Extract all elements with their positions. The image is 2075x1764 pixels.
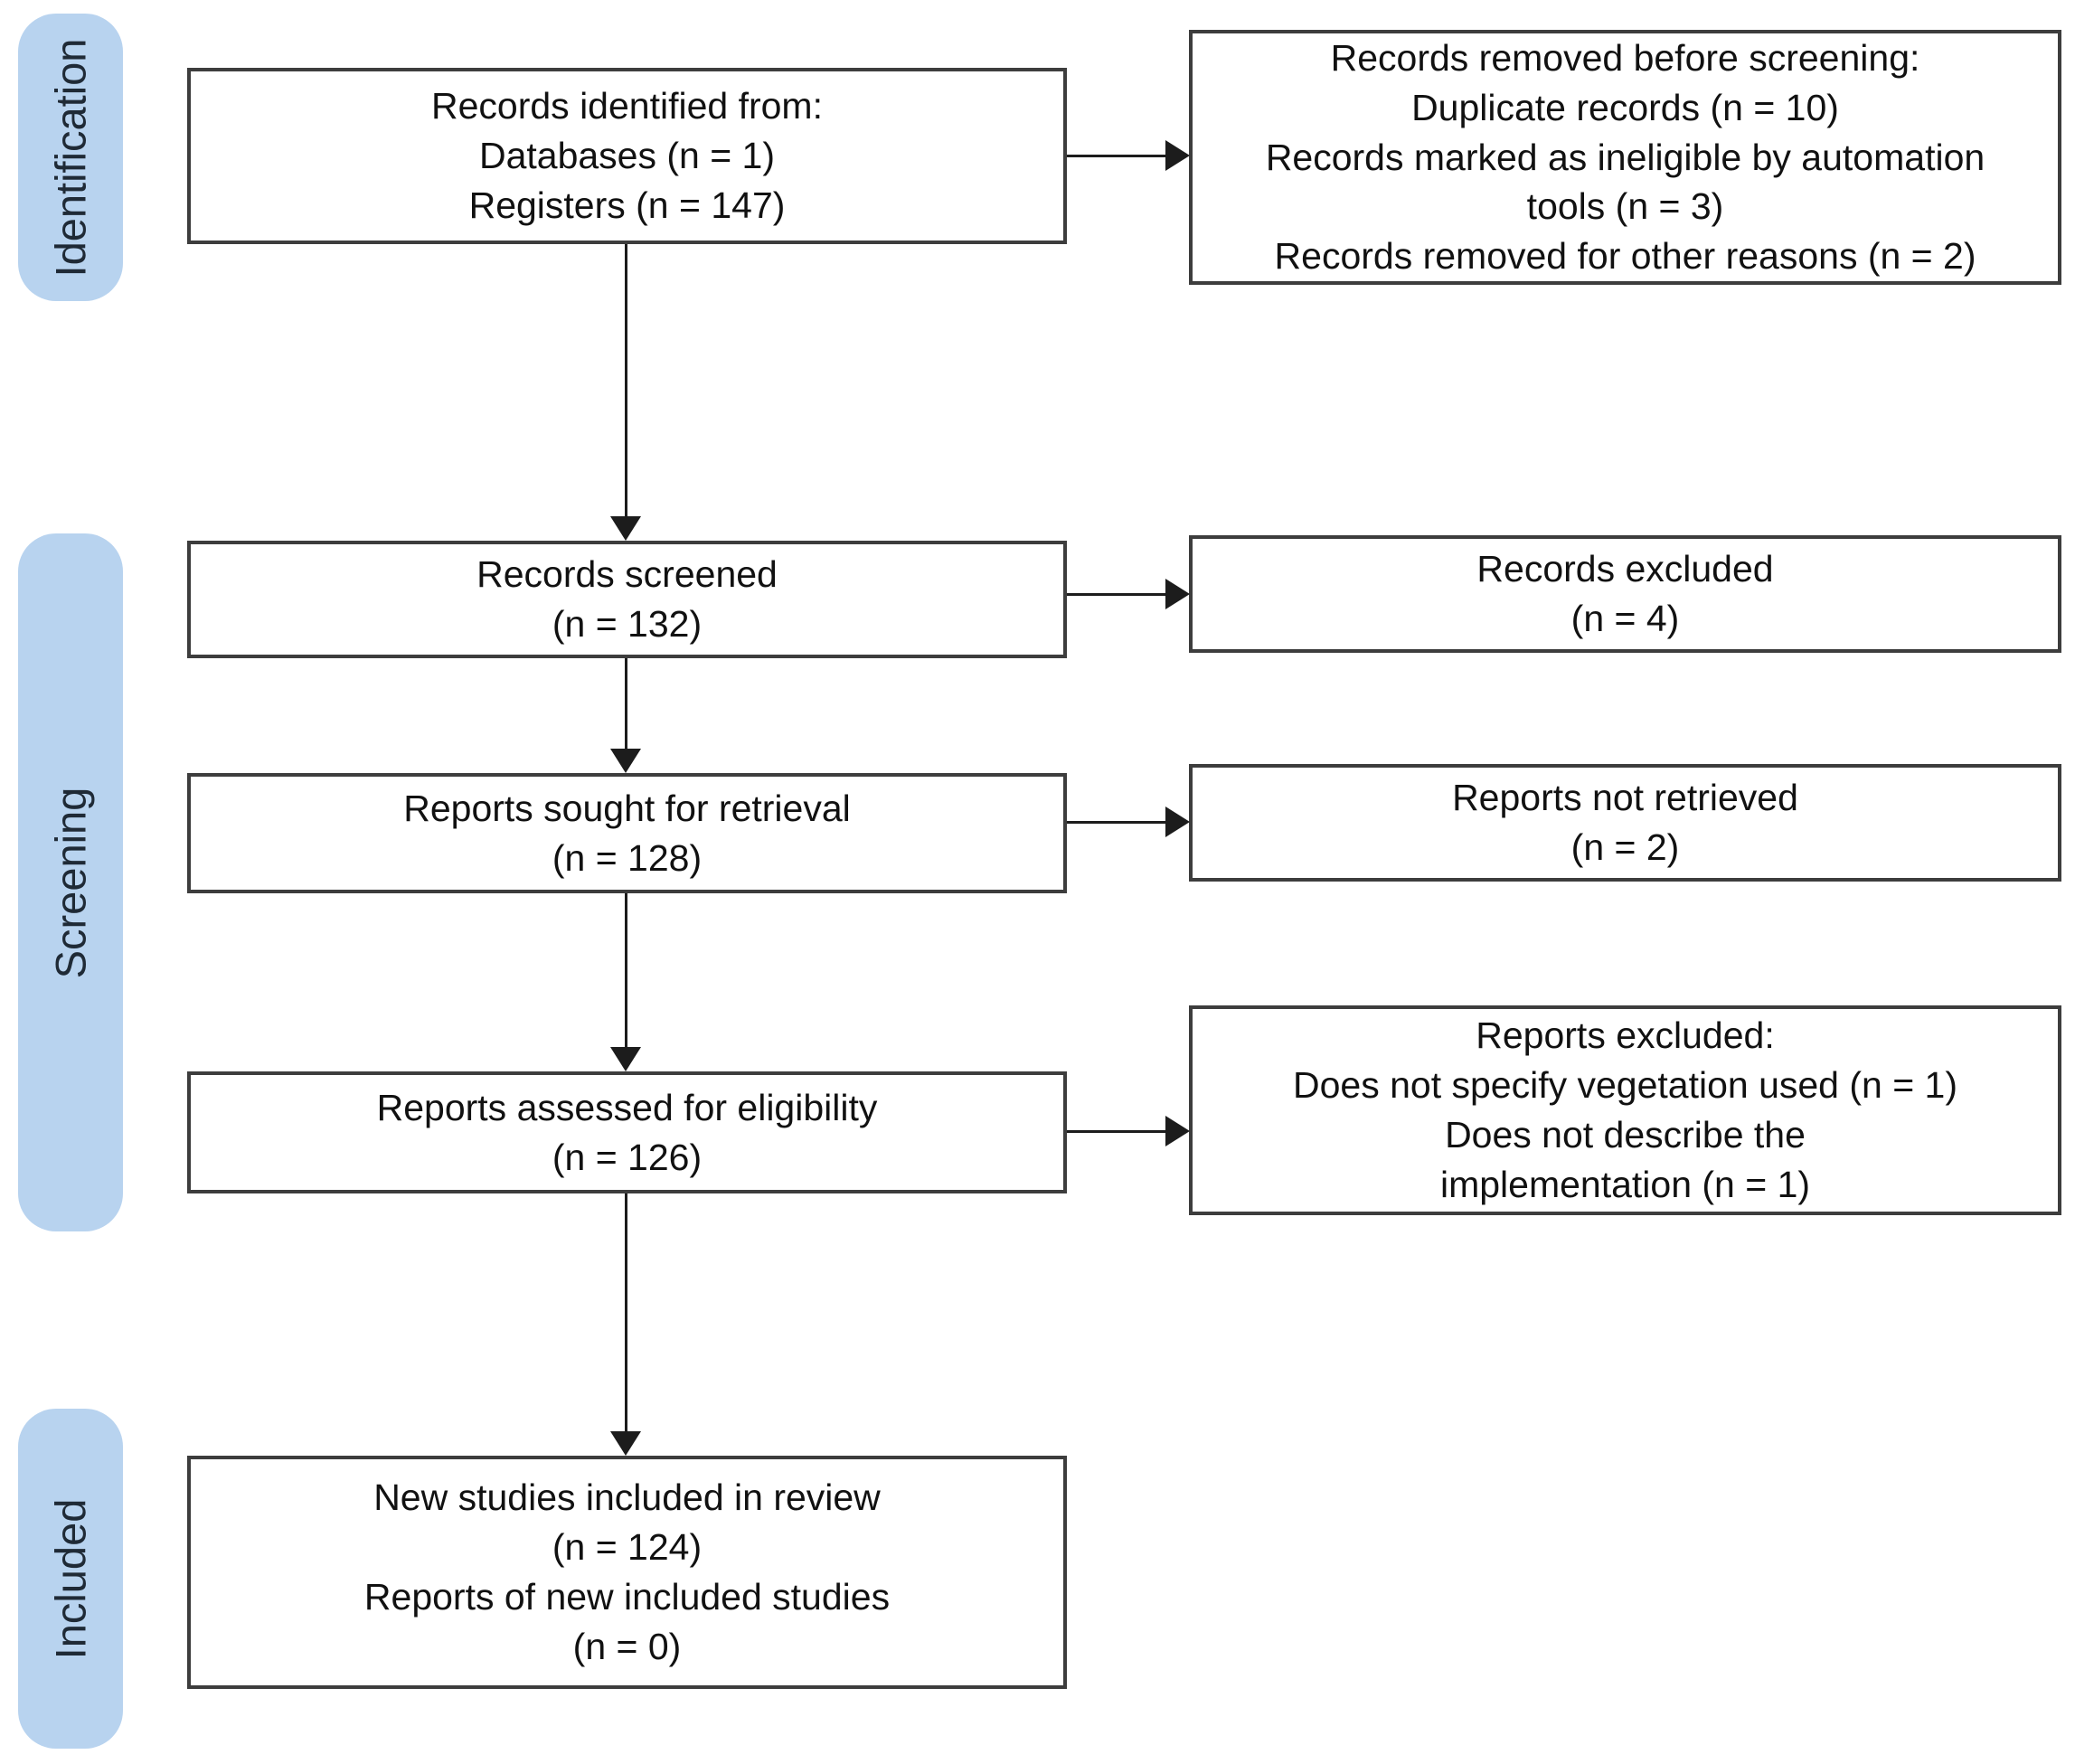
box-text-line: (n = 2) <box>1570 826 1680 868</box>
arrow-line <box>1067 155 1168 157</box>
box-text-line: Reports assessed for eligibility <box>376 1086 878 1128</box>
arrow-down-icon <box>610 749 641 773</box>
box-reports-excluded: Reports excluded: Does not specify veget… <box>1189 1005 2061 1215</box>
arrow-line <box>625 658 627 750</box>
arrow-right-icon <box>1165 579 1190 609</box>
box-text-line: Records identified from: <box>431 85 823 127</box>
stage-bar-screening: Screening <box>18 533 123 1231</box>
box-text-line: Records marked as ineligible by automati… <box>1265 136 1985 178</box>
box-text-line: tools (n = 3) <box>1526 185 1724 228</box>
box-text-line: (n = 0) <box>572 1625 682 1667</box>
box-text-line: Records excluded <box>1476 548 1774 590</box>
box-text-line: Records removed before screening: <box>1330 36 1920 79</box>
box-reports-not-retrieved: Reports not retrieved (n = 2) <box>1189 764 2061 882</box>
arrow-line <box>1067 821 1168 824</box>
stage-bar-included: Included <box>18 1409 123 1749</box>
arrow-down-icon <box>610 516 641 541</box>
box-text-line: (n = 132) <box>552 603 703 645</box>
box-records-screened: Records screened (n = 132) <box>187 541 1067 658</box>
box-records-removed-before-screening: Records removed before screening: Duplic… <box>1189 30 2061 285</box>
arrow-down-icon <box>610 1431 641 1456</box>
arrow-line <box>625 244 627 519</box>
box-text-line: Reports sought for retrieval <box>403 787 851 829</box>
box-text-line: Records screened <box>476 553 778 596</box>
box-text-line: Does not specify vegetation used (n = 1) <box>1292 1064 1958 1107</box>
box-studies-included: New studies included in review (n = 124)… <box>187 1456 1067 1689</box>
stage-label-identification: Identification <box>46 38 95 277</box>
arrow-down-icon <box>610 1047 641 1071</box>
box-records-excluded: Records excluded (n = 4) <box>1189 535 2061 653</box>
box-text-line: Reports not retrieved <box>1452 777 1798 819</box>
box-reports-sought: Reports sought for retrieval (n = 128) <box>187 773 1067 893</box>
arrow-line <box>625 1193 627 1434</box>
arrow-right-icon <box>1165 807 1190 837</box>
box-records-identified: Records identified from: Databases (n = … <box>187 68 1067 244</box>
arrow-line <box>1067 1130 1168 1133</box>
box-text-line: Reports excluded: <box>1476 1014 1775 1057</box>
box-text-line: (n = 4) <box>1570 598 1680 639</box>
arrow-right-icon <box>1165 140 1190 171</box>
arrow-right-icon <box>1165 1116 1190 1146</box>
box-text-line: (n = 128) <box>552 836 703 879</box>
arrow-line <box>625 893 627 1049</box>
box-text-line: Duplicate records (n = 10) <box>1411 86 1839 128</box>
stage-bar-identification: Identification <box>18 14 123 301</box>
box-text-line: Registers (n = 147) <box>468 184 786 226</box>
box-text-line: Reports of new included studies <box>363 1576 891 1618</box>
box-text-line: New studies included in review <box>373 1476 881 1519</box>
box-text-line: Does not describe the <box>1445 1114 1806 1156</box>
stage-label-included: Included <box>46 1498 95 1659</box>
box-text-line: Databases (n = 1) <box>478 135 776 177</box>
box-text-line: (n = 124) <box>552 1526 703 1569</box>
box-reports-assessed: Reports assessed for eligibility (n = 12… <box>187 1071 1067 1193</box>
stage-label-screening: Screening <box>46 787 95 978</box>
box-text-line: implementation (n = 1) <box>1439 1163 1811 1205</box>
box-text-line: (n = 126) <box>552 1136 703 1178</box>
box-text-line: Records removed for other reasons (n = 2… <box>1274 235 1976 278</box>
arrow-line <box>1067 593 1168 596</box>
